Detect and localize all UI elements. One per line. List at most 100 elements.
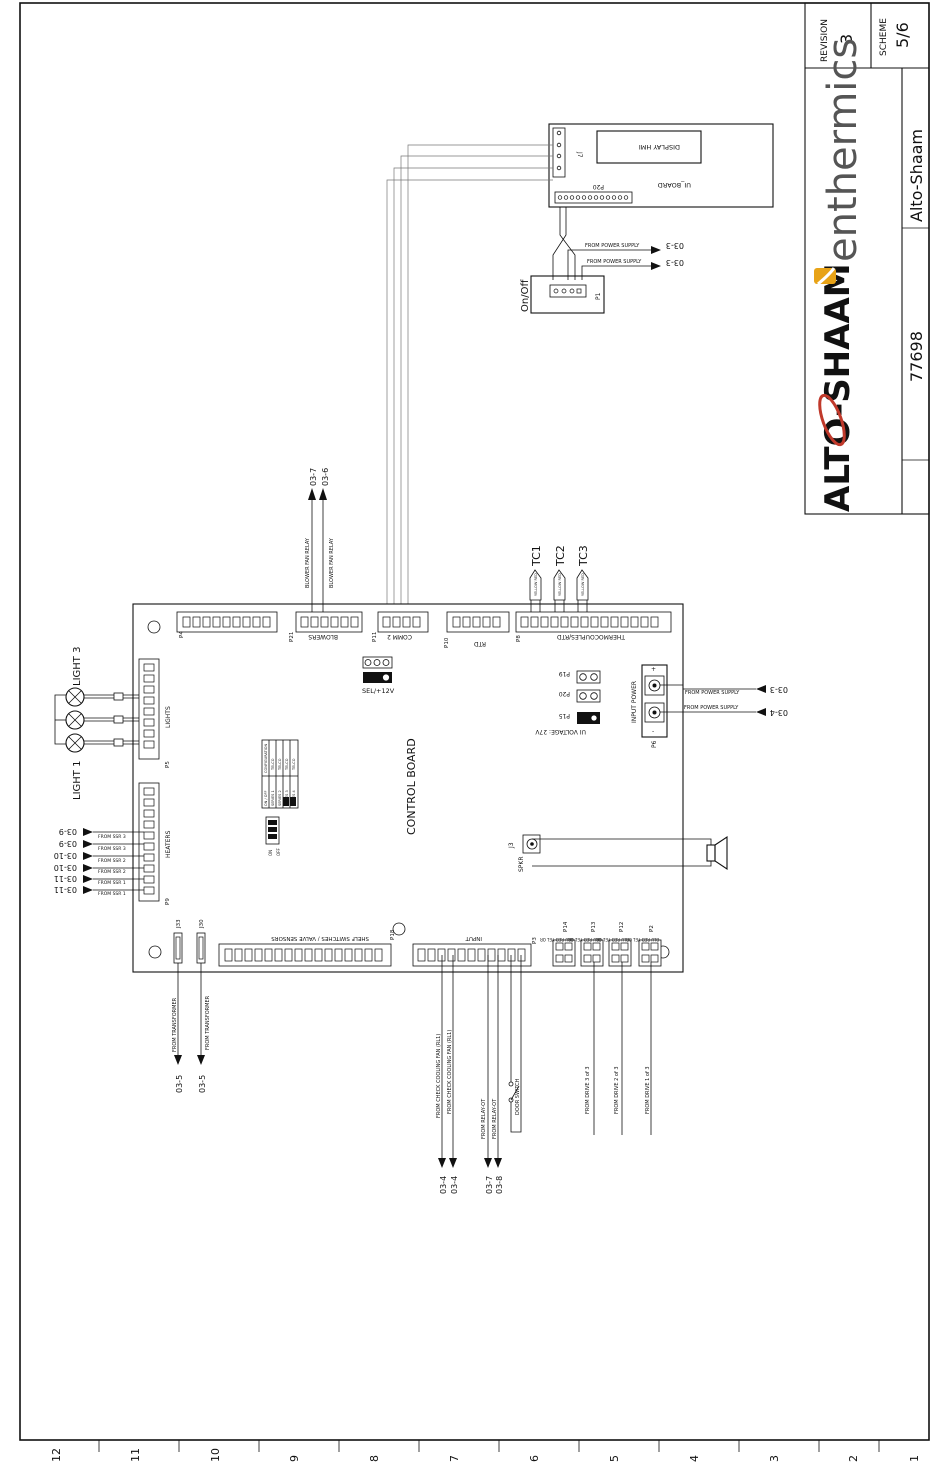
input-ref-4: 03-8	[495, 1176, 504, 1194]
blower-ref-1: 03-7	[309, 468, 318, 486]
ui-power-refs: FROM POWER SUPPLY FROM POWER SUPPLY 03-3…	[567, 241, 684, 280]
conn-p21: P21	[289, 632, 295, 642]
svg-text:-: -	[652, 728, 654, 735]
svg-text:YELLOW RED: YELLOW RED	[581, 573, 585, 596]
thermocouples: YELLOW RED TC1 YELLOW RED TC2 YELLOW RED…	[529, 545, 590, 612]
light-1-label: LIGHT 1	[72, 761, 83, 800]
scheme-label: SCHEME	[879, 18, 889, 56]
rtd-label: RTD	[474, 640, 486, 647]
heater-feed-6: FROM SSR 1	[98, 891, 126, 897]
ui-power-ref-1: 03-3	[666, 241, 684, 250]
on-off-switch: P1 On/Off	[520, 275, 605, 314]
blowers-label: BLOWERS	[308, 633, 338, 640]
heater-feed-4: FROM SSR 2	[98, 869, 126, 875]
enthermics-logo: enthermics	[814, 38, 866, 286]
switch-conn-label: P1	[595, 292, 602, 300]
conn-p10: P10	[444, 637, 450, 648]
comm-label: COMM 2	[387, 633, 412, 640]
alto-shaam-logo: ALTO-SHAAM	[818, 263, 858, 512]
svg-text:TELCO: TELCO	[292, 758, 296, 771]
drive-feed-3: FROM DRIVE 3 of 3	[585, 1066, 591, 1114]
svg-text:YELLOW RED: YELLOW RED	[558, 573, 562, 596]
input-conn: P3	[532, 937, 538, 944]
input-feed-4: FROM RELAY-OT	[492, 1098, 498, 1139]
lights-conn: P5	[165, 761, 171, 768]
dip-switch: ON OFF	[265, 816, 281, 856]
drive-pins-1: BLU RED YEL OR	[540, 937, 573, 942]
ui-voltage-label: UI VOLTAGE: 27V	[534, 728, 586, 735]
zone-7: 7	[448, 1455, 461, 1462]
input-power-src-2: FROM POWER SUPPLY	[684, 705, 739, 711]
heaters-conn: P9	[165, 898, 171, 905]
tc1-label: TC1	[530, 545, 543, 567]
control-board: CONTROL BOARD	[132, 603, 684, 973]
svg-text:TELCO: TELCO	[271, 758, 275, 771]
lights-connector: LIGHTS P5	[138, 658, 172, 768]
svg-text:+: +	[651, 666, 656, 673]
input-feeds: FROM CHECK COOLING FAN (RL1) FROM CHECK …	[436, 955, 504, 1194]
ui-power-ref-2: 03-3	[666, 258, 684, 267]
thermo-label: THERMOCOUPLES/RTD	[557, 633, 626, 640]
svg-text:ON / OFF: ON / OFF	[264, 790, 268, 806]
zone-3: 3	[768, 1455, 781, 1462]
tc1-probe: YELLOW RED TC1	[529, 545, 543, 612]
svg-text:enthermics: enthermics	[820, 38, 866, 262]
tc3-probe: YELLOW RED TC3	[576, 545, 590, 612]
zone-9: 9	[288, 1455, 301, 1462]
input-feed-2: FROM CHECK COOLING FAN (RL1)	[447, 1030, 453, 1114]
comm-wires	[386, 144, 576, 604]
display-hmi-label: DISPLAY HMI	[639, 143, 680, 151]
input-ref-1: 03-4	[439, 1176, 448, 1194]
light-3-label: LIGHT 3	[72, 647, 83, 686]
dip-on: ON	[268, 850, 273, 856]
svg-text:YELLOW RED: YELLOW RED	[534, 573, 538, 596]
bottom-connectors: J33 J30 SHELF SWITCHES / VALVE SENSORS P…	[173, 919, 662, 967]
svg-text:SERIES 1: SERIES 1	[271, 790, 275, 806]
drawing-number: 77698	[907, 331, 926, 382]
heater-ref-1: 03-9	[59, 827, 77, 836]
input-feed-1: FROM CHECK COOLING FAN (RL1)	[436, 1034, 442, 1118]
door-switch-label: DOOR SWITCH	[515, 1078, 521, 1115]
control-board-label: CONTROL BOARD	[405, 738, 418, 835]
blower-relay-2: BLOWER FAN RELAY	[329, 537, 335, 588]
transformer-ref-1: 03-5	[175, 1075, 184, 1093]
title-block: REVISION 3 SCHEME 5/6 ALTO-SHAAM entherm…	[804, 2, 930, 515]
drive-feeds: FROM DRIVE 3 of 3 FROM DRIVE 2 of 3 FROM…	[585, 962, 652, 1135]
conn-p4: P4	[179, 631, 185, 638]
switch-label: On/Off	[520, 279, 531, 312]
speaker-connector: J3 SPKR	[508, 834, 712, 872]
input-power-src-1: FROM POWER SUPPLY	[685, 690, 740, 696]
zone-8: 8	[368, 1455, 381, 1462]
revision-value: 3	[837, 34, 856, 44]
voltage-jumpers: P19 P20 P15 UI VOLTAGE: 27V	[534, 670, 601, 735]
display-hmi	[596, 130, 702, 164]
drive-feed-1: FROM DRIVE 1 of 3	[645, 1066, 651, 1114]
drive-feed-2: FROM DRIVE 2 of 3	[614, 1066, 620, 1114]
scheme-value: 5/6	[893, 22, 912, 48]
speaker-conn: J3	[508, 842, 515, 849]
lights-label: LIGHTS	[165, 706, 172, 728]
heater-feed-3: FROM SSR 2	[98, 858, 126, 864]
input-power-conn: P6	[651, 740, 658, 748]
sel-jumper: SEL/+12V	[362, 656, 395, 695]
sel-label: SEL/+12V	[362, 687, 395, 695]
ui-board-label: UI_BOARD	[658, 181, 691, 189]
svg-text:SERIES 2: SERIES 2	[278, 790, 282, 806]
heater-feed-2: FROM SSR 3	[98, 846, 126, 852]
zone-5: 5	[608, 1455, 621, 1462]
revision-label: REVISION	[820, 19, 830, 62]
heater-ref-6: 03-11	[54, 885, 77, 894]
input-power-label: INPUT POWER	[631, 681, 638, 723]
light-3-lamp	[65, 687, 85, 707]
transformer-feed-1: FROM TRANSFORMER	[172, 997, 178, 1052]
conn-p8: P8	[516, 635, 522, 642]
ui-board: DISPLAY HMI UI_BOARD J7 P20	[548, 123, 774, 208]
heater-ref-3: 03-10	[54, 851, 77, 860]
drive-pins-2: BLU RED YEL OR	[568, 937, 601, 942]
light-2-lamp	[65, 710, 85, 730]
dip-config-table: ON / OFF CONFIGURATION SERIES 1 TELCO SE…	[261, 739, 299, 809]
zone-ruler: 12 11 10 9 8 7 6 5 4 3 2 1	[50, 1440, 921, 1462]
transformer-ref-2: 03-5	[198, 1075, 207, 1093]
shelf-label: SHELF SWITCHES / VALVE SENSORS	[271, 935, 369, 941]
